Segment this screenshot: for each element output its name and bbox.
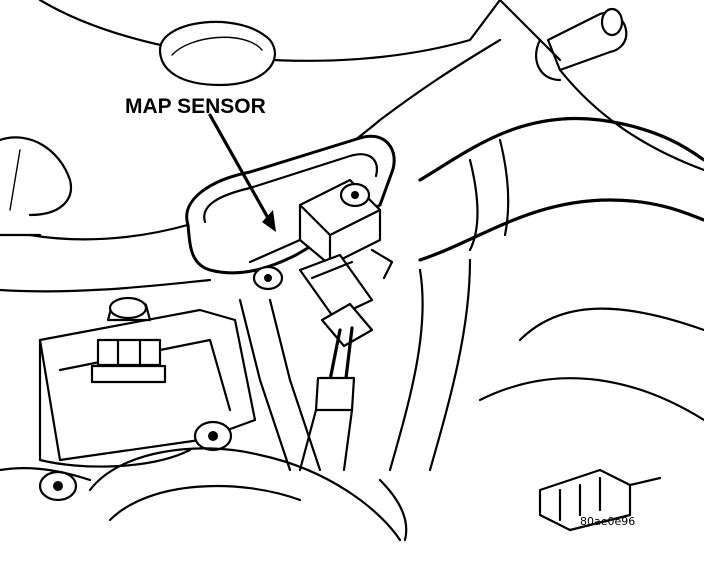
lower-right-connector (538, 468, 662, 532)
hex-bolt (38, 470, 78, 502)
hex-bolt (193, 420, 233, 452)
intake-plenum (0, 0, 502, 241)
vacuum-fitting (498, 0, 704, 172)
stud-bolt (90, 296, 167, 384)
callout-label: MAP SENSOR (125, 95, 266, 118)
callout: MAP SENSOR (125, 95, 276, 232)
mounting-bolt (252, 265, 284, 291)
mounting-bolt (339, 182, 371, 208)
map-sensor (185, 134, 396, 291)
engine-housing (0, 278, 257, 502)
figure-id: 80ae0e96 (580, 515, 635, 528)
throttle-body-housing (0, 298, 408, 542)
vacuum-hose (388, 116, 704, 472)
electrical-connector (298, 248, 394, 472)
